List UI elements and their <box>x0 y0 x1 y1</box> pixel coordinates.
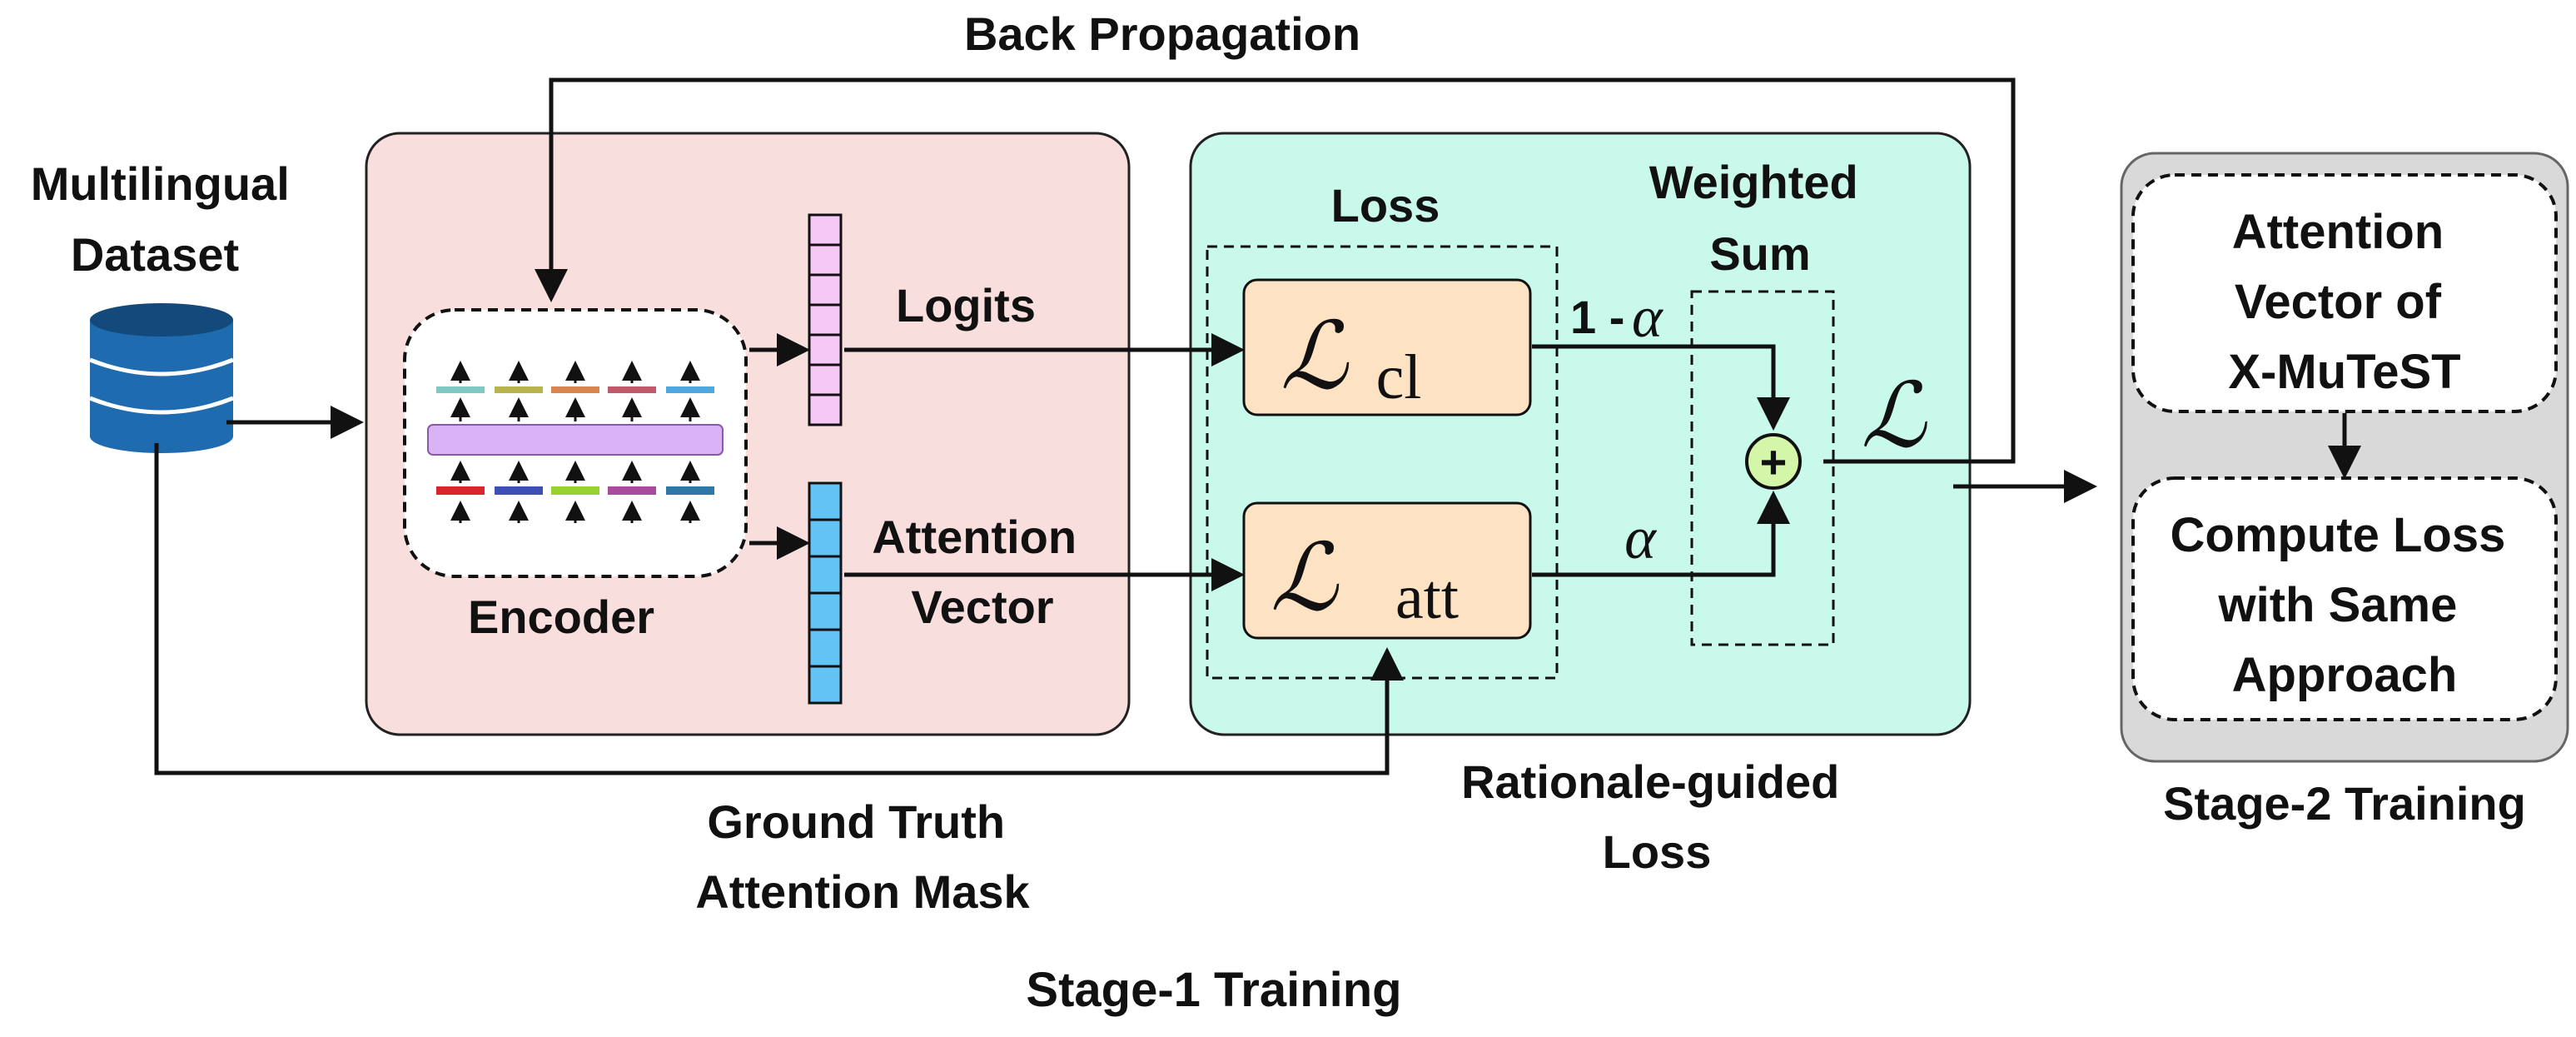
stage2-box2-line2: with Same <box>2218 578 2458 632</box>
loss-panel <box>1189 132 1972 736</box>
database-icon <box>89 303 234 453</box>
rationale-label-line1: Rationale-guided <box>1461 755 1839 808</box>
back-propagation-route <box>535 77 2016 464</box>
logits-vector <box>808 213 843 426</box>
weighted-sum-label-line1: Weighted <box>1649 156 1858 208</box>
stage2-box-attention <box>2131 173 2558 413</box>
back-propagation-label: Back Propagation <box>964 7 1360 60</box>
stage1-label: Stage-1 Training <box>1026 963 1401 1017</box>
encoder-bar <box>427 424 724 456</box>
stage2-box2-line3: Approach <box>2232 648 2458 702</box>
loss-cl-box <box>1242 278 1532 416</box>
loss-att-to-sum-arrow <box>1532 491 1790 577</box>
encoder-internals <box>427 361 724 523</box>
svg-text:Ground Truth Attention Mas: Ground Truth Attention Mask <box>695 795 1030 918</box>
ground-truth-label-line1: Ground Truth <box>707 795 1005 848</box>
weighted-sum-box <box>1690 290 1835 646</box>
loss-label: Loss <box>1331 179 1440 232</box>
total-loss-symbol: ℒ <box>1861 367 1927 466</box>
loss-cl-subscript: cl <box>1376 342 1422 412</box>
token-bottom <box>666 486 714 495</box>
svg-text:Attention Vector: Attention Vector <box>872 511 1089 633</box>
svg-text:Rationale-guided Loss: Rationale-guided Loss <box>1461 755 1852 878</box>
svg-text:Attention Vector of X-: Attention Vector of X-MuTeST <box>2228 205 2460 399</box>
plus-node-icon: + <box>1745 433 1802 490</box>
loss-att-box <box>1242 501 1532 640</box>
attention-vector-label-line2: Vector <box>911 581 1053 633</box>
stage2-box1-line2: Vector of <box>2235 275 2442 329</box>
token-top <box>608 386 656 393</box>
loss-cl-to-sum-arrow <box>1532 344 1790 431</box>
token-bottom <box>495 486 543 495</box>
weighted-sum-label-line2: Sum <box>1709 227 1810 280</box>
svg-text:Multilingual Dataset: Multilingual Dataset <box>31 157 303 281</box>
attention-vector <box>808 481 843 705</box>
rationale-label-line2: Loss <box>1603 825 1712 878</box>
loss-att-symbol: ℒ <box>1271 527 1340 631</box>
ground-truth-route <box>154 443 1404 775</box>
token-bottom <box>436 486 485 495</box>
loss-group-box <box>1206 245 1559 680</box>
dataset-label-line2: Dataset <box>71 228 239 281</box>
token-top <box>666 386 714 393</box>
ground-truth-label-line2: Attention Mask <box>695 865 1030 918</box>
encoder-label: Encoder <box>468 591 654 643</box>
one-minus-alpha-prefix: 1 - <box>1570 291 1624 343</box>
token-top <box>495 386 543 393</box>
stage2-box1-line3: X-MuTeST <box>2228 345 2460 399</box>
dataset-label-line1: Multilingual <box>31 157 290 210</box>
token-top <box>551 386 599 393</box>
attention-vector-label-line1: Attention <box>872 511 1077 563</box>
plus-symbol: + <box>1760 436 1788 488</box>
one-minus-alpha-alpha: α <box>1632 286 1663 350</box>
token-top <box>436 386 485 393</box>
stage2-label: Stage-2 Training <box>2163 777 2526 830</box>
stage2-box2-line1: Compute Loss <box>2171 508 2506 562</box>
logits-label: Logits <box>896 279 1036 332</box>
stage2-box1-line1: Attention <box>2232 205 2444 259</box>
loss-cl-symbol: ℒ <box>1281 306 1350 409</box>
svg-text:Weighted Sum: Weighted Sum <box>1649 156 1872 280</box>
alpha-label: α <box>1624 505 1657 571</box>
svg-text:Compute Loss with Same: Compute Loss with Same Approach <box>2171 508 2519 702</box>
stage2-box-compute <box>2131 476 2558 721</box>
loss-att-subscript: att <box>1395 562 1459 632</box>
token-bottom <box>551 486 599 495</box>
token-bottom <box>608 486 656 495</box>
